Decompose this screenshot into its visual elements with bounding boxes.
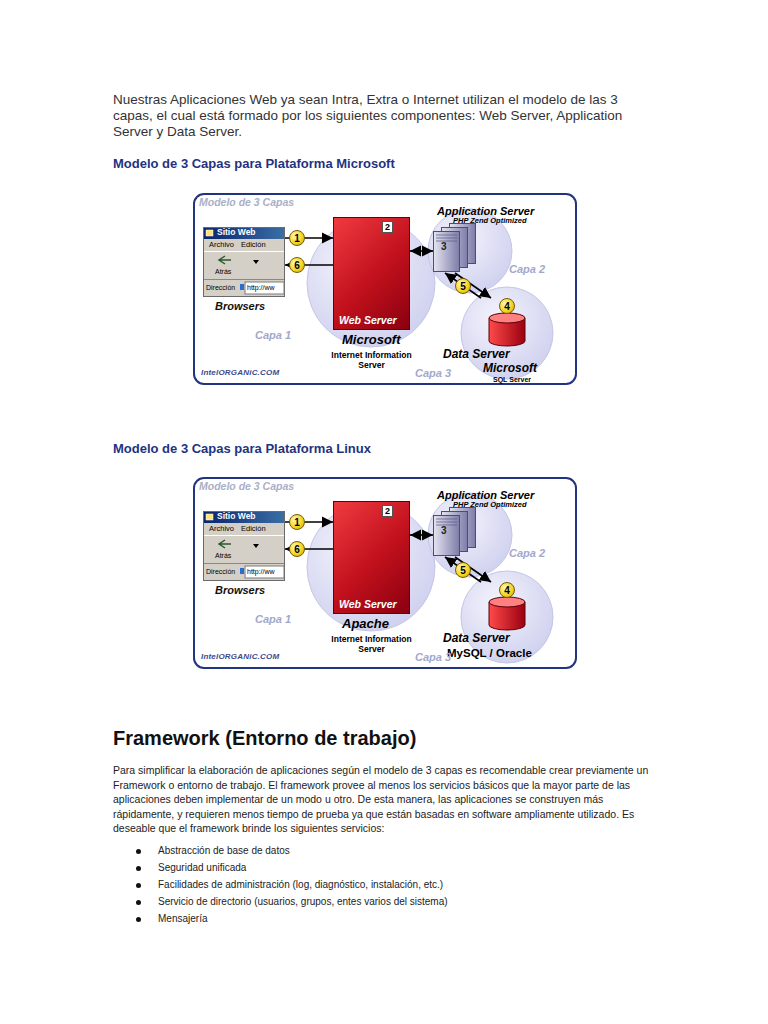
diagram-frame bbox=[194, 194, 576, 384]
callout-number: 1 bbox=[289, 230, 305, 246]
menu-item: Archivo bbox=[209, 525, 234, 534]
product-name: Internet Information Server bbox=[318, 634, 425, 654]
flow-arrow bbox=[445, 557, 481, 582]
web-server-box bbox=[333, 501, 410, 614]
data-node: 4Data ServerMySQL / Oracle bbox=[443, 582, 539, 667]
section-heading: Framework (Entorno de trabajo) bbox=[113, 727, 416, 750]
bullet-item: Abstracción de base de datos bbox=[158, 845, 290, 857]
product-name: PHP Zend Optimized bbox=[453, 217, 526, 226]
bullet-item: Facilidades de administración (log, diag… bbox=[158, 879, 443, 891]
diagram-panel: Modelo de 3 CapasSitio WebArchivo Edición… bbox=[193, 193, 577, 385]
paragraph: Para simplificar la elaboración de aplic… bbox=[113, 763, 663, 836]
vendor-name: Apache bbox=[342, 617, 389, 632]
address-value: http://ww bbox=[247, 568, 275, 576]
vendor-name: MySQL / Oracle bbox=[447, 647, 532, 660]
callout-number: 3 bbox=[441, 241, 447, 253]
callout-number: 3 bbox=[441, 525, 447, 537]
watermark: IntelORGANiC.COM bbox=[201, 652, 279, 661]
browser-node: Sitio WebArchivo EdiciónAtrásDirección htt… bbox=[203, 511, 287, 599]
web-node: 2Web ServerMicrosoftInternet Information… bbox=[318, 217, 425, 368]
section-heading: Modelo de 3 Capas para Plataforma Linux bbox=[113, 442, 371, 457]
window-title: Sitio Web bbox=[217, 228, 256, 238]
flow-arrow bbox=[410, 534, 433, 536]
layer-label: Capa 3 bbox=[415, 651, 451, 664]
flow-arrow bbox=[455, 273, 491, 298]
data-node: 4Data ServerMicrosoftSQL Server bbox=[443, 298, 539, 383]
paragraph: Nuestras Aplicaciones Web ya sean Intra,… bbox=[113, 92, 661, 140]
server-stack-icon bbox=[433, 507, 479, 557]
diagram-panel: Modelo de 3 CapasSitio WebArchivo Edición… bbox=[193, 477, 577, 669]
bullet-item: Seguridad unificada bbox=[158, 862, 246, 874]
flow-arrow bbox=[455, 557, 491, 582]
callout-number: 4 bbox=[499, 582, 515, 598]
callout-number: 1 bbox=[289, 514, 305, 530]
menu-item: Archivo bbox=[209, 241, 234, 250]
bullet-dot bbox=[136, 883, 141, 888]
toolbar-button: Atrás bbox=[215, 552, 231, 560]
watermark: IntelORGANiC.COM bbox=[201, 368, 279, 377]
vendor-name: Microsoft bbox=[342, 333, 401, 348]
database-cylinder bbox=[487, 312, 527, 348]
layer-label: Capa 1 bbox=[255, 329, 291, 342]
address-value: http://ww bbox=[247, 284, 275, 292]
address-label: Dirección bbox=[206, 568, 235, 576]
server-stack-icon bbox=[433, 223, 479, 273]
product-name: Internet Information Server bbox=[318, 350, 425, 370]
callout-number: 2 bbox=[382, 505, 393, 517]
web-node: 2Web ServerApacheInternet Information Se… bbox=[318, 501, 425, 652]
database-cylinder bbox=[487, 596, 527, 632]
vendor-name: Microsoft bbox=[483, 362, 537, 376]
bullet-dot bbox=[136, 866, 141, 871]
server-label: Data Server bbox=[443, 348, 510, 362]
menu-item: Edición bbox=[241, 525, 266, 534]
section-heading: Modelo de 3 Capas para Plataforma Micros… bbox=[113, 157, 395, 172]
callout-number: 5 bbox=[455, 562, 471, 578]
server-label: Data Server bbox=[443, 632, 510, 646]
app-node: Application ServerPHP Zend Optimized 3 bbox=[425, 205, 538, 273]
bullet-dot bbox=[136, 900, 141, 905]
server-label: Application Server bbox=[437, 205, 534, 218]
menu-item: Edición bbox=[241, 241, 266, 250]
bullet-dot bbox=[136, 917, 141, 922]
app-node: Application ServerPHP Zend Optimized 3 bbox=[425, 489, 538, 557]
callout-number: 5 bbox=[455, 278, 471, 294]
layer-label: Capa 2 bbox=[509, 263, 545, 276]
product-name: SQL Server bbox=[493, 376, 531, 384]
bullet-item: Mensajería bbox=[158, 913, 207, 925]
flow-arrow bbox=[410, 250, 433, 252]
window-title: Sitio Web bbox=[217, 512, 256, 522]
callout-number: 2 bbox=[382, 221, 393, 233]
component-name: Browsers bbox=[215, 584, 265, 597]
server-label: Application Server bbox=[437, 489, 534, 502]
bullet-item: Servicio de directorio (usuarios, grupos… bbox=[158, 896, 448, 908]
address-label: Dirección bbox=[206, 284, 235, 292]
layer-label: Capa 2 bbox=[509, 547, 545, 560]
callout-number: 4 bbox=[499, 298, 515, 314]
layer-label: Capa 3 bbox=[415, 367, 451, 380]
diagram-heading: Modelo de 3 Capas bbox=[199, 196, 294, 208]
component-name: Browsers bbox=[215, 300, 265, 313]
layer-label: Capa 1 bbox=[255, 613, 291, 626]
diagram-heading: Modelo de 3 Capas bbox=[199, 480, 294, 492]
flow-arrow bbox=[445, 273, 481, 298]
bullet-dot bbox=[136, 849, 141, 854]
toolbar-button: Atrás bbox=[215, 268, 231, 276]
callout-number: 6 bbox=[289, 257, 305, 273]
product-name: PHP Zend Optimized bbox=[453, 501, 526, 510]
callout-number: 6 bbox=[289, 541, 305, 557]
browser-node: Sitio WebArchivo EdiciónAtrásDirección htt… bbox=[203, 227, 287, 315]
web-server-box bbox=[333, 217, 410, 330]
server-label: Web Server bbox=[339, 314, 397, 326]
diagram-frame bbox=[194, 478, 576, 668]
server-label: Web Server bbox=[339, 598, 397, 610]
